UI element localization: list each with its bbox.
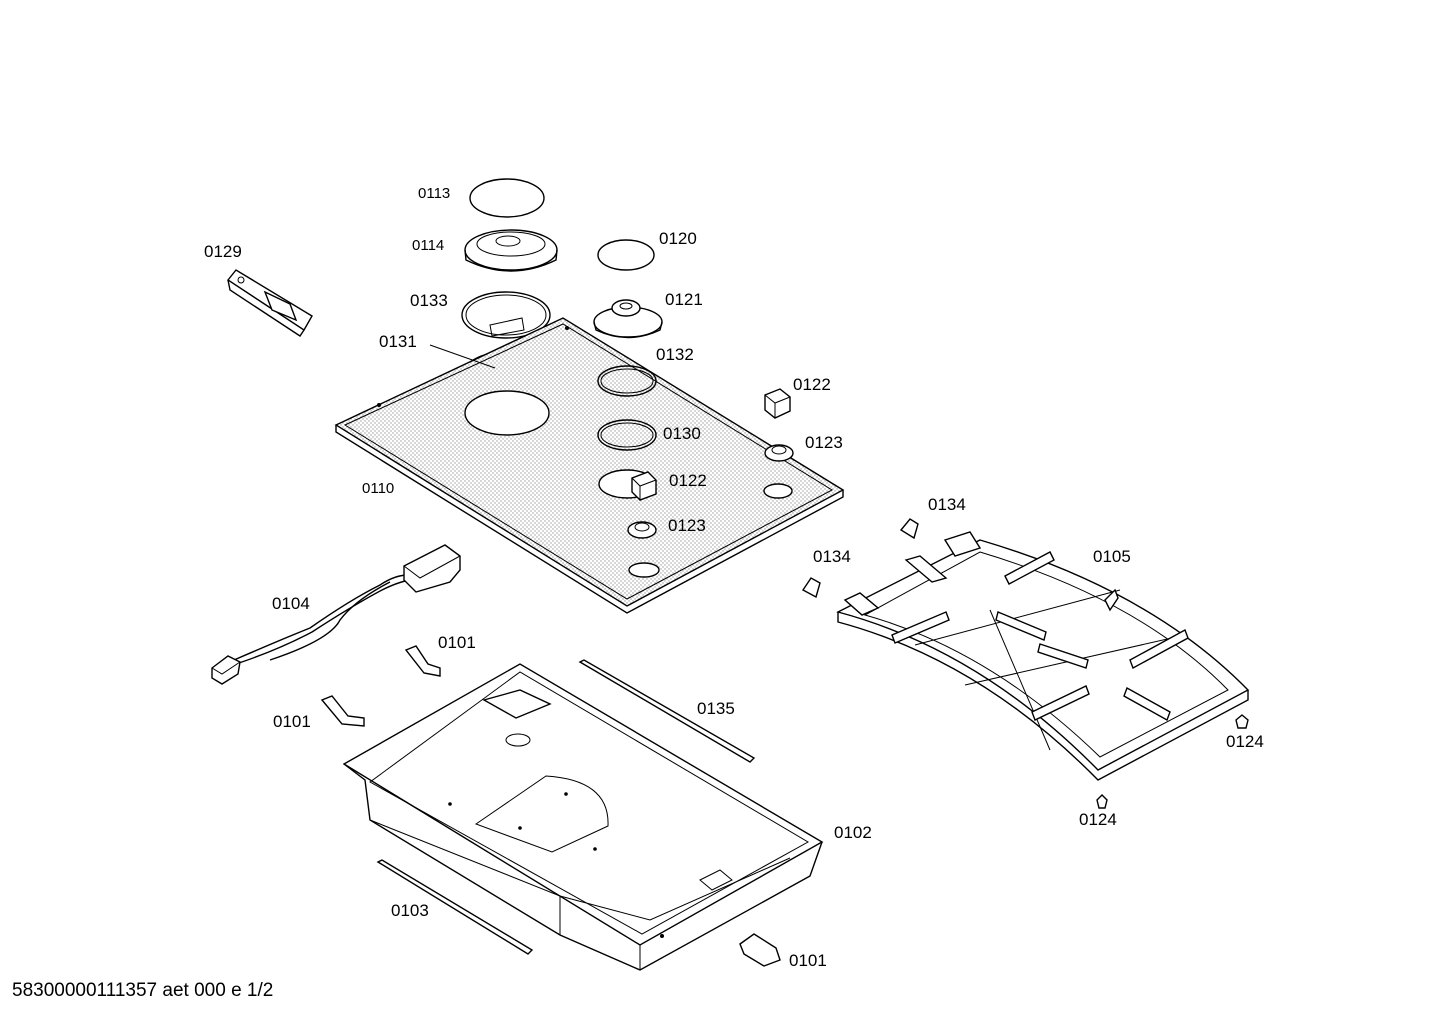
seal-strip-part: [578, 659, 756, 763]
small-burner-cap-part: [597, 239, 655, 271]
part-label-0124-bottom: 0124: [1079, 810, 1117, 829]
part-label-0101-top: 0101: [438, 633, 476, 652]
part-label-0132: 0132: [656, 345, 694, 364]
control-knob-part-2: [764, 388, 791, 419]
part-label-0101-bottom: 0101: [789, 951, 827, 970]
part-label-0121: 0121: [665, 290, 703, 309]
part-label-0101-left: 0101: [273, 712, 311, 731]
part-label-0134-left: 0134: [813, 547, 851, 566]
seal-ring-small-part: [597, 365, 657, 397]
part-label-0135: 0135: [697, 699, 735, 718]
burner-head-part: [464, 229, 558, 272]
fixing-bracket-part-3: [739, 933, 781, 967]
burner-cap-part: [469, 178, 545, 218]
part-label-0131: 0131: [379, 332, 417, 351]
part-label-0114: 0114: [412, 237, 444, 254]
part-label-0120: 0120: [659, 229, 697, 248]
part-label-0113: 0113: [418, 185, 450, 202]
part-label-0133: 0133: [410, 291, 448, 310]
leader-line: [429, 344, 496, 369]
small-burner-head-part: [593, 299, 663, 339]
bottom-tray-part: [342, 663, 824, 971]
screw-part-2: [1096, 794, 1108, 809]
part-label-0123-right: 0123: [805, 433, 843, 452]
part-label-0103: 0103: [391, 901, 429, 920]
fixing-clip-part: [226, 269, 313, 337]
part-label-0110: 0110: [362, 480, 394, 497]
part-label-0129: 0129: [204, 242, 242, 261]
part-label-0122-plate: 0122: [669, 471, 707, 490]
hob-top-plate-part: [334, 317, 845, 614]
part-label-0102: 0102: [834, 823, 872, 842]
mains-cable-part: [211, 544, 461, 685]
control-knob-part: [631, 471, 657, 501]
knob-ring-part: [627, 521, 657, 539]
part-label-0105: 0105: [1093, 547, 1131, 566]
part-label-0124-right: 0124: [1226, 732, 1264, 751]
fixing-bracket-part: [404, 645, 441, 677]
seal-ring-large-part: [461, 291, 551, 339]
seal-ring-mid-part: [597, 419, 657, 451]
part-label-0104: 0104: [272, 594, 310, 613]
drawing-reference-footer: 58300000111357 aet 000 e 1/2: [12, 980, 274, 1001]
grate-bracket-part-2: [801, 577, 821, 599]
part-label-0123-plate: 0123: [668, 516, 706, 535]
part-label-0130: 0130: [663, 424, 701, 443]
part-label-0122-right: 0122: [793, 375, 831, 394]
fixing-bracket-part-2: [320, 695, 365, 727]
knob-ring-part-2: [764, 444, 794, 462]
grate-bracket-part: [899, 518, 919, 540]
seal-strip-part-2: [376, 859, 534, 955]
screw-part: [1235, 714, 1249, 729]
part-label-0134-top: 0134: [928, 495, 966, 514]
pan-support-grate-part: [836, 531, 1250, 781]
